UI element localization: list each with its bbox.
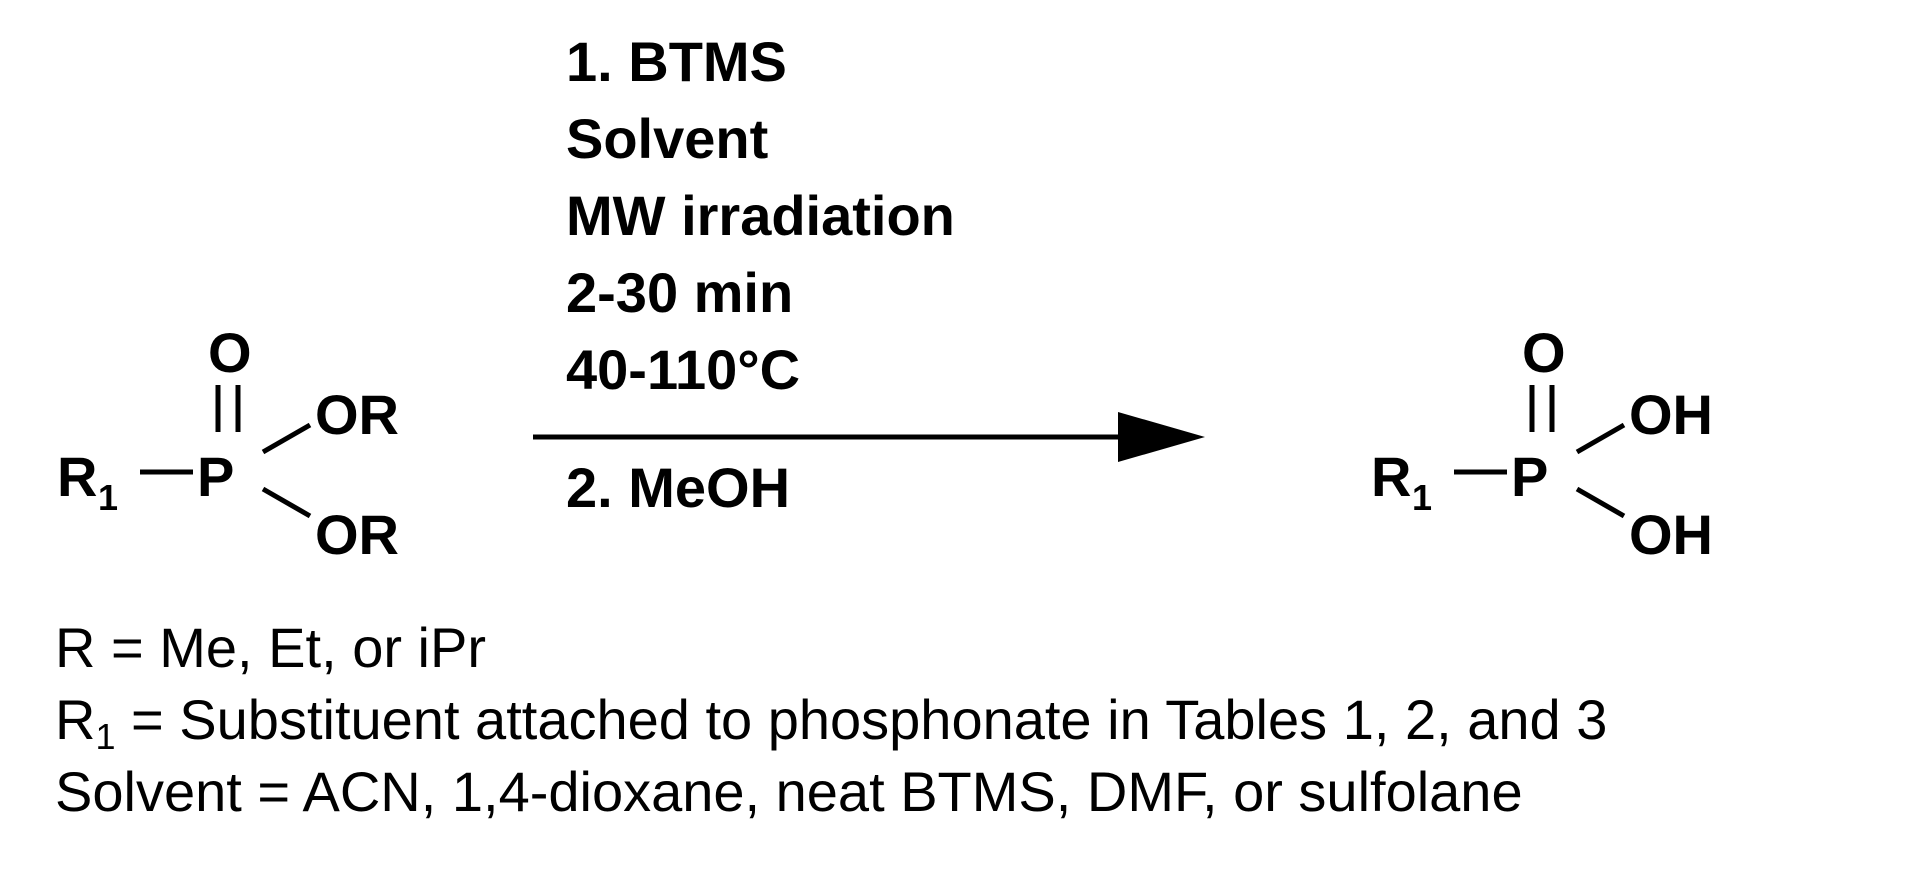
legend-r-definition: R = Me, Et, or iPr (55, 616, 486, 679)
product-upper-group: OH (1629, 383, 1713, 446)
reactant-phosphorus: P (197, 445, 234, 508)
product-lower-bond (1575, 486, 1626, 519)
legend-solvent-definition: Solvent = ACN, 1,4-dioxane, neat BTMS, D… (55, 760, 1523, 823)
reactant-r1-subscript: 1 (98, 477, 118, 518)
reaction-arrow (533, 412, 1205, 462)
product-phosphorus: P (1511, 445, 1548, 508)
legend-r1-description: = Substituent attached to phosphonate in… (115, 688, 1608, 751)
product-oxo-oxygen: O (1522, 321, 1566, 384)
product-phosphonic-acid: R 1 P O OH OH (1371, 321, 1713, 566)
condition-temperature: 40-110°C (566, 338, 800, 401)
product-lower-group: OH (1629, 503, 1713, 566)
legend-r1-definition: R1 = Substituent attached to phosphonate… (55, 684, 1925, 756)
reactant-upper-group: OR (315, 383, 399, 446)
condition-step2: 2. MeOH (566, 456, 790, 519)
scheme-legend: R = Me, Et, or iPr R1 = Substituent atta… (55, 612, 1925, 828)
product-r1: R (1371, 445, 1411, 508)
reactant-r1: R (57, 445, 97, 508)
legend-r1-symbol: R (55, 688, 96, 751)
condition-solvent: Solvent (566, 107, 768, 170)
reactant-lower-group: OR (315, 503, 399, 566)
reactant-lower-bond (261, 486, 312, 519)
reactant-phosphonate: R 1 P O OR OR (57, 321, 399, 566)
reaction-conditions: 1. BTMS Solvent MW irradiation 2-30 min … (566, 30, 955, 519)
product-r1-subscript: 1 (1412, 477, 1432, 518)
reactant-upper-bond (261, 422, 312, 455)
condition-step1-reagent: 1. BTMS (566, 30, 787, 93)
product-upper-bond (1575, 422, 1626, 455)
reactant-oxo-oxygen: O (208, 321, 252, 384)
legend-r1-subscript: 1 (95, 716, 116, 757)
condition-irradiation: MW irradiation (566, 184, 955, 247)
condition-time: 2-30 min (566, 261, 793, 324)
